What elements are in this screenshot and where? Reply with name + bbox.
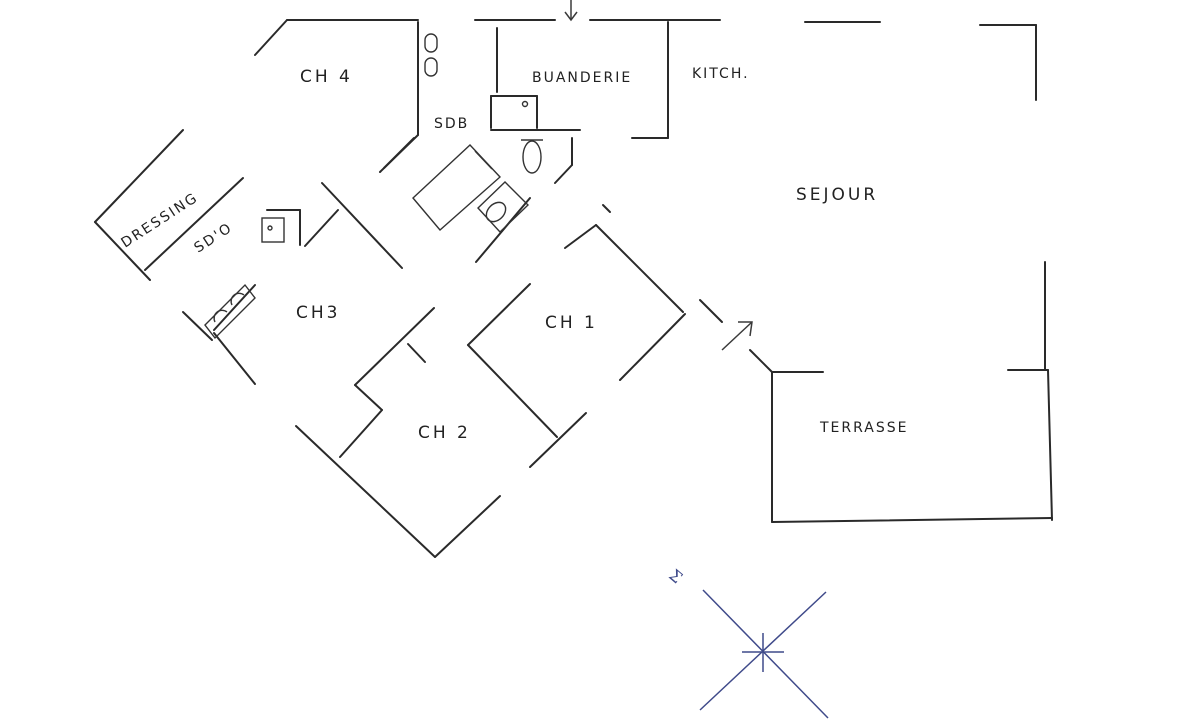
sdo-shower <box>261 217 285 243</box>
room-label-ch3: CH3 <box>296 303 340 323</box>
sdo-toilet <box>204 283 256 340</box>
room-label-ch4: CH 4 <box>300 67 353 87</box>
compass-north-label: Σ <box>665 565 686 587</box>
ch4-closet-shelves <box>424 33 438 77</box>
compass-rose: Σ <box>665 565 829 719</box>
entry-arrow-icon <box>564 0 578 22</box>
room-label-ch1: CH 1 <box>545 313 598 333</box>
terrasse-access-arrow-icon <box>721 321 753 351</box>
room-label-sdo: SD'O <box>191 220 235 257</box>
buanderie-sink <box>521 100 529 108</box>
room-label-dressing: DRESSING <box>118 190 201 252</box>
sdb-washbasin <box>477 181 529 234</box>
room-label-terrasse: TERRASSE <box>819 420 908 436</box>
room-label-sdb: SDB <box>434 116 469 132</box>
sdb-bathtub <box>412 144 502 231</box>
room-label-kitch: KITCH. <box>692 66 750 82</box>
sdb-toilet <box>521 139 543 174</box>
room-label-ch2: CH 2 <box>418 423 471 443</box>
walls <box>94 19 1053 558</box>
room-label-sejour: SEJOUR <box>796 185 878 205</box>
room-label-buanderie: BUANDERIE <box>532 70 632 86</box>
